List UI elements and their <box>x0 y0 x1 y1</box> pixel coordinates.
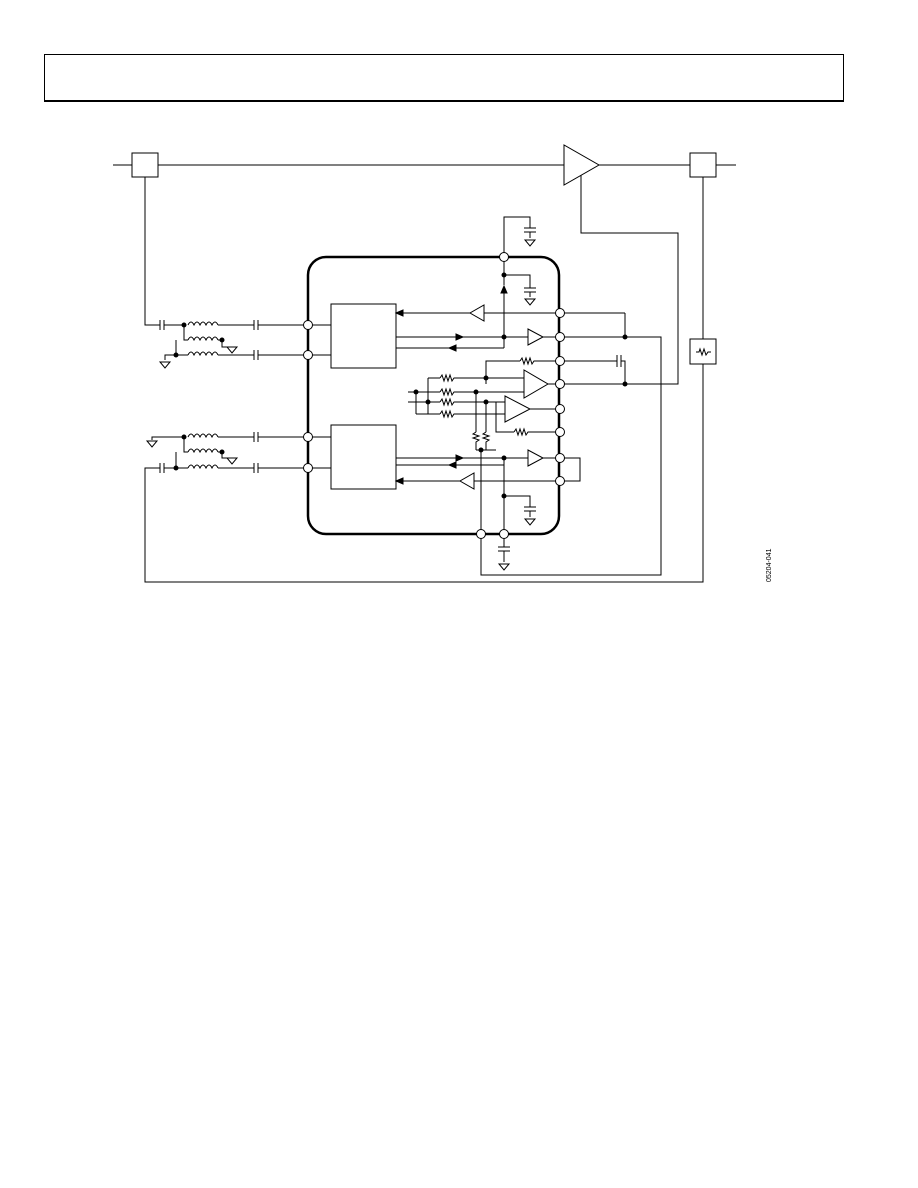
supply-top-decoupling <box>500 216 537 340</box>
pin-bottom-2 <box>499 529 509 539</box>
pin-left-4 <box>303 463 313 473</box>
page-header-box <box>44 54 844 102</box>
ic-pins <box>303 252 565 539</box>
pin-left-3 <box>303 432 313 442</box>
lower-balun-network <box>145 432 308 473</box>
pin-left-2 <box>303 350 313 360</box>
output-connector-box <box>689 152 717 178</box>
upper-balun-network <box>158 320 308 369</box>
input-connector-box <box>131 152 159 178</box>
detector-block-bottom <box>330 424 397 490</box>
pin-bottom-1 <box>476 529 486 539</box>
pin-left-1 <box>303 320 313 330</box>
top-detector-signals <box>394 304 560 352</box>
pin-right-1 <box>555 308 565 318</box>
amplifier-feedback-wire <box>560 175 679 385</box>
pin-right-3 <box>555 356 565 366</box>
bottom-return-wire <box>144 364 704 583</box>
main-signal-line <box>113 144 736 186</box>
bottom-detector-signals <box>394 449 581 534</box>
figure-id-label: 05204-041 <box>766 548 773 582</box>
pin-right-7 <box>555 453 565 463</box>
pin-right-5 <box>555 404 565 414</box>
pin-right-8 <box>555 476 565 486</box>
ic-package-outline <box>306 255 561 536</box>
input-coupler-wire <box>144 177 160 326</box>
supply-bottom-decoupling <box>480 312 662 576</box>
error-amplifier-section <box>408 355 678 534</box>
pin-right-2 <box>555 332 565 342</box>
pin-right-4 <box>555 379 565 389</box>
detector-block-top <box>330 303 397 369</box>
pin-top-1 <box>499 252 509 262</box>
pin-right-6 <box>555 427 565 437</box>
